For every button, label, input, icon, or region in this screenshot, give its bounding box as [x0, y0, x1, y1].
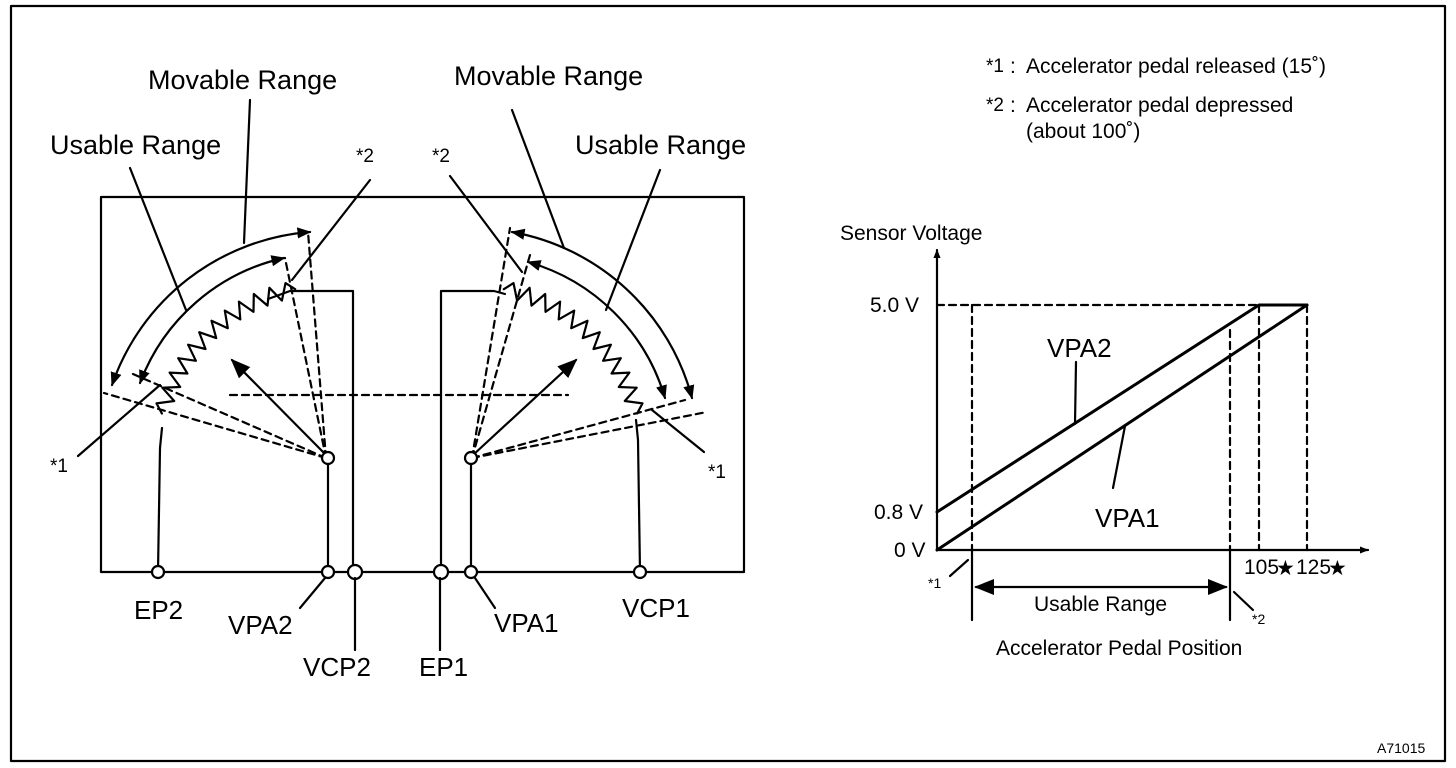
graph-line-label-vpa1: VPA1 — [1095, 503, 1160, 533]
released-line-left-b — [131, 372, 328, 460]
label-usable-range-left: Usable Range — [50, 130, 221, 160]
graph-x-label: Accelerator Pedal Position — [996, 637, 1242, 660]
label-usable-range-right: Usable Range — [575, 130, 746, 160]
terminal-vpa1 — [463, 564, 479, 580]
graph-line-label-vpa2: VPA2 — [1047, 333, 1112, 363]
graph-marker-released: *1 — [928, 575, 941, 591]
graph-tick-08v: 0.8 V — [874, 501, 923, 524]
leader-usable-left — [128, 166, 188, 312]
wire-ep2 — [156, 426, 164, 574]
graph-usable-range-label: Usable Range — [1034, 593, 1167, 616]
depressed-line-right-a — [470, 226, 512, 460]
label-movable-range-left: Movable Range — [148, 65, 337, 95]
label-ep2: EP2 — [134, 595, 183, 625]
note1-marker: *1 — [986, 56, 1004, 77]
released-line-right-a — [470, 410, 709, 460]
sensor-left — [76, 98, 372, 574]
depressed-line-left-b — [283, 256, 328, 460]
movable-range-arc-right — [510, 228, 695, 400]
note2-marker: *2 — [986, 95, 1004, 116]
terminal-ep1 — [432, 563, 450, 581]
depressed-line-left-a — [306, 230, 328, 460]
wire-ep1 — [439, 289, 507, 574]
note1-colon: : — [1010, 55, 1016, 78]
leader-movable-left — [242, 98, 252, 245]
voltage-graph — [933, 248, 1370, 622]
note1-text: Accelerator pedal released (15˚) — [1026, 55, 1326, 78]
line-vpa2 — [935, 303, 1309, 514]
label-vpa2: VPA2 — [228, 610, 293, 640]
leader-graph-released — [948, 558, 970, 578]
movable-range-arc-left — [110, 227, 312, 387]
leader-released-right — [650, 408, 706, 454]
pivot-right — [463, 450, 479, 466]
terminal-ep2 — [150, 564, 166, 580]
note2-colon: : — [1010, 94, 1016, 117]
label-ep1: EP1 — [419, 652, 468, 682]
graph-marker-depressed: *2 — [1252, 611, 1265, 627]
usable-range-arc-right — [526, 260, 667, 400]
label-depressed-marker-left: *2 — [356, 146, 374, 167]
leader-line-vpa1 — [1111, 424, 1127, 490]
wire-vcp2 — [266, 289, 355, 574]
note2-text-line1: Accelerator pedal depressed — [1026, 94, 1293, 117]
leader-usable-right — [604, 168, 662, 312]
terminal-vpa2 — [320, 564, 336, 580]
label-movable-range-right: Movable Range — [454, 61, 643, 91]
label-vcp1: VCP1 — [622, 593, 690, 623]
terminal-vcp1 — [632, 564, 648, 580]
graph-tick-125: 125 — [1296, 556, 1331, 579]
label-vcp2: VCP2 — [303, 652, 371, 682]
note2-text-line2: (about 100˚) — [1026, 120, 1140, 143]
released-line-right-b — [470, 398, 687, 460]
pivot-left — [320, 450, 336, 466]
released-line-left-a — [102, 391, 328, 460]
graph-tick-125-star: ★ — [1328, 557, 1347, 580]
leader-vpa1 — [473, 576, 497, 610]
figure-id: A71015 — [1377, 740, 1425, 756]
label-vpa1: VPA1 — [494, 608, 559, 638]
usable-range-arc-left — [138, 255, 286, 385]
leader-vpa2 — [298, 576, 327, 610]
label-depressed-marker-right: *2 — [432, 146, 450, 167]
sensor-housing — [99, 195, 746, 574]
leader-depressed-right — [448, 174, 524, 274]
leader-movable-right — [510, 108, 566, 250]
graph-tick-105-star: ★ — [1276, 557, 1295, 580]
leader-graph-depressed — [1232, 590, 1255, 612]
leader-line-vpa2 — [1073, 360, 1078, 426]
sensor-right — [439, 108, 709, 574]
leader-released-left — [76, 383, 162, 458]
leader-depressed-left — [290, 178, 372, 282]
line-vpa1 — [935, 303, 1309, 552]
graph-tick-5v: 5.0 V — [870, 294, 919, 317]
graph-tick-105: 105 — [1244, 556, 1279, 579]
label-released-marker-left: *1 — [50, 456, 68, 477]
graph-tick-0v: 0 V — [894, 539, 926, 562]
label-released-marker-right: *1 — [708, 462, 726, 483]
graph-y-label: Sensor Voltage — [840, 222, 982, 245]
wiper-arrow-left — [230, 358, 328, 457]
figure-border — [9, 4, 1447, 763]
wire-vcp1 — [634, 418, 642, 574]
